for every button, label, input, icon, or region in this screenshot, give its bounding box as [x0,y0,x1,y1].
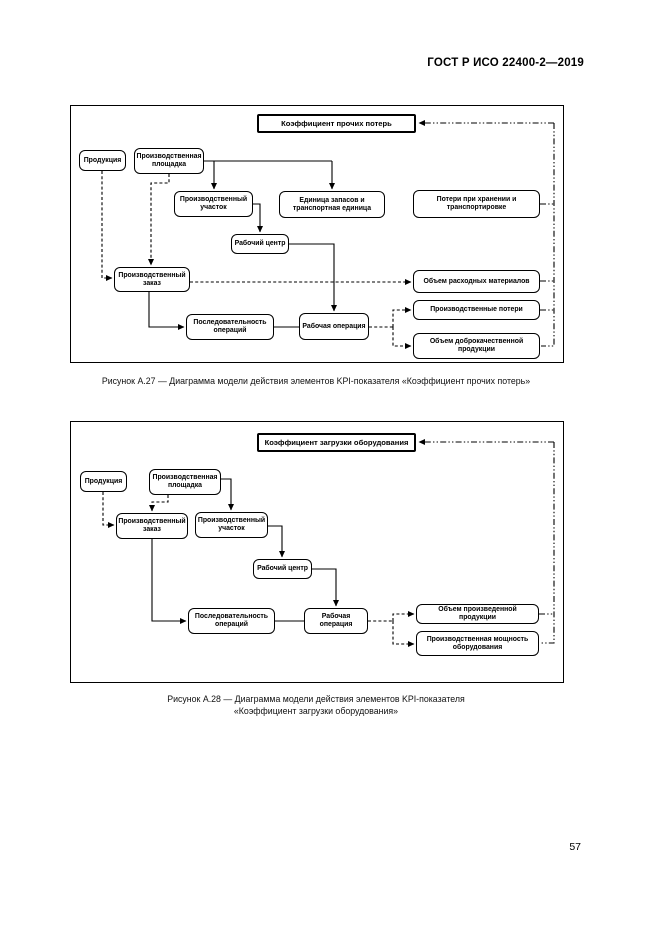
figure-a28-caption: Рисунок А.28 — Диаграмма модели действия… [70,694,562,717]
node-storage-transport-losses: Потери при хранении и транспортировке [413,190,540,218]
node-production-order: Производственный заказ [116,513,188,539]
diagram-a28-equipment-load: Коэффициент загрузки оборудования Продук… [70,421,564,683]
node-production-site: Производственная площадка [149,469,221,495]
node-operation-sequence: Последовательность операций [186,314,274,340]
node-production-order: Производственный заказ [114,267,190,292]
figure-a28-caption-line2: «Коэффициент загрузки оборудования» [233,705,399,716]
figure-a28-caption-line1: Рисунок А.28 — Диаграмма модели действия… [167,694,465,704]
kpi-title-box: Коэффициент прочих потерь [257,114,416,133]
node-product: Продукция [80,471,127,492]
node-work-area: Производственный участок [174,191,253,217]
node-production-site: Производственная площадка [134,148,204,174]
node-operation-sequence: Последовательность операций [188,608,275,634]
node-product: Продукция [79,150,126,171]
diagram-a27-other-losses: Коэффициент прочих потерь Продукция Прои… [70,105,564,363]
node-work-operation: Рабочая операция [304,608,368,634]
node-consumables-quantity: Объем расходных материалов [413,270,540,293]
figure-a27-caption: Рисунок А.27 — Диаграмма модели действия… [101,376,531,386]
page-number: 57 [569,841,581,853]
node-work-center: Рабочий центр [253,559,312,579]
node-work-area: Производственный участок [195,512,268,538]
node-work-operation: Рабочая операция [299,313,369,340]
node-production-losses: Производственные потери [413,300,540,320]
node-equipment-capacity: Производственная мощность оборудования [416,631,539,656]
document-code-header: ГОСТ Р ИСО 22400-2—2019 [427,57,584,69]
kpi-title-box: Коэффициент загрузки оборудования [257,433,416,452]
node-work-center: Рабочий центр [231,234,289,254]
node-good-quantity: Объем доброкачественной продукции [413,333,540,359]
node-produced-quantity: Объем произведенной продукции [416,604,539,624]
node-storage-transport-unit: Единица запасов и транспортная единица [279,191,385,218]
